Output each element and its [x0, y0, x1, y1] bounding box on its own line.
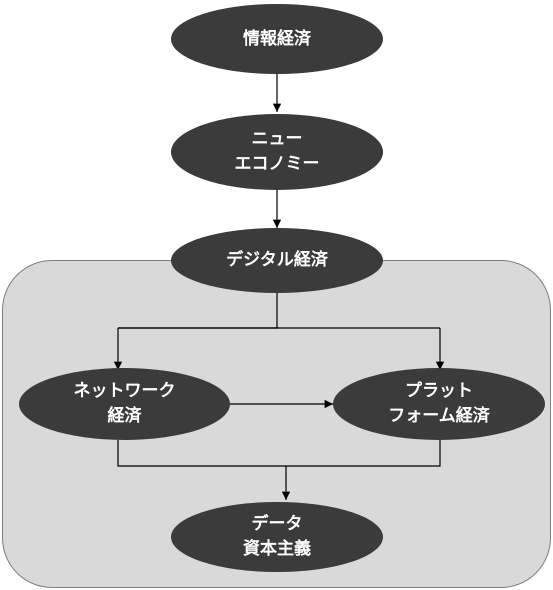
edge-digital-split — [118, 293, 278, 329]
node-platform-economy: プラット フォーム経済 — [333, 368, 545, 440]
node-info-economy: 情報経済 — [171, 4, 383, 74]
edge-network-to-merge — [117, 440, 441, 467]
node-new-economy: ニュー エコノミー — [171, 114, 383, 190]
node-digital-economy: デジタル経済 — [171, 228, 383, 293]
node-network-economy: ネットワーク 経済 — [19, 368, 230, 440]
node-data-capitalism: データ 資本主義 — [171, 502, 383, 572]
